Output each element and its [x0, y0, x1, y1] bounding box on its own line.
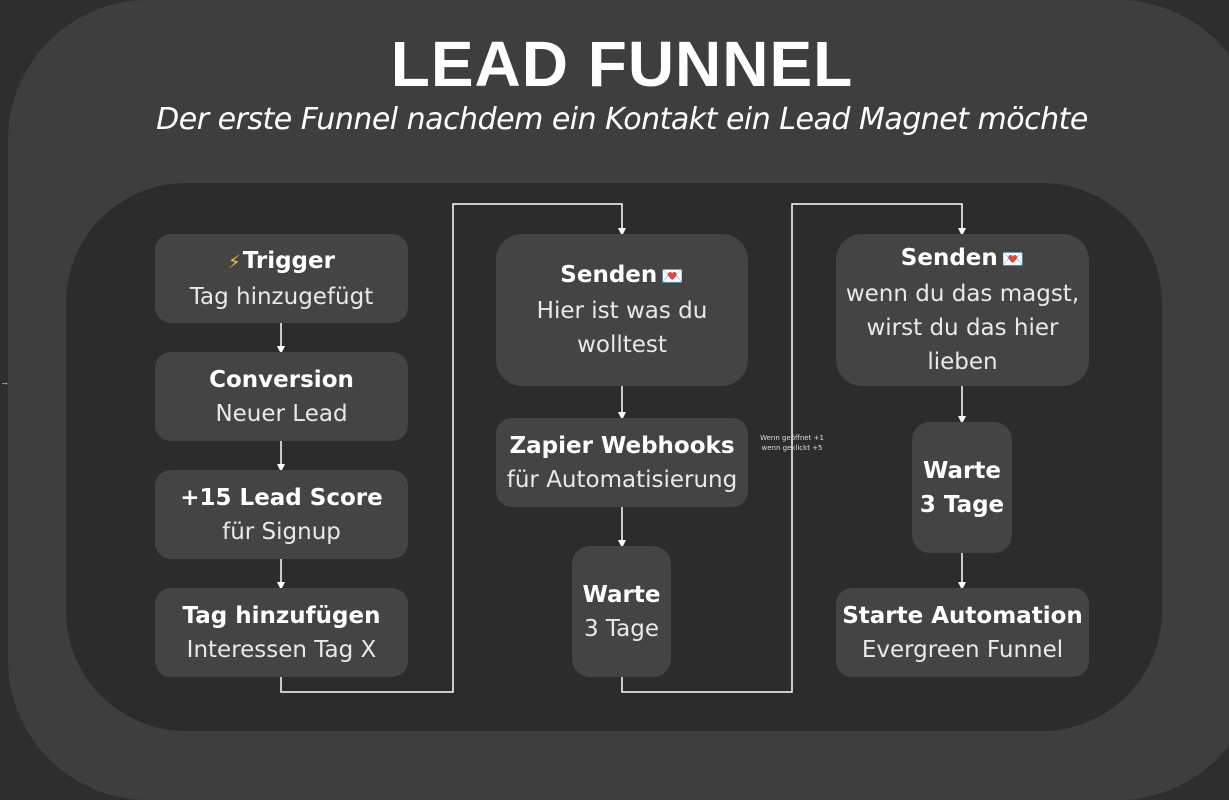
node-tag[interactable]: Tag hinzufügen Interessen Tag X — [155, 588, 408, 677]
node-tag-sub: Interessen Tag X — [186, 636, 377, 663]
connector-lines — [277, 203, 966, 693]
score-note-line1: Wenn geöffnet +1 — [760, 434, 824, 442]
node-senden2[interactable]: Senden💌 wenn du das magst, wirst du das … — [836, 234, 1089, 386]
node-leadscore[interactable]: +15 Lead Score für Signup — [155, 470, 408, 559]
node-trigger-head: Trigger — [242, 247, 335, 274]
node-zapier-sub: für Automatisierung — [506, 466, 738, 493]
edge-arrow-icon: → — [0, 377, 9, 387]
node-senden2-sub2: wirst du das hier — [866, 315, 1059, 341]
node-trigger[interactable]: ⚡Trigger Tag hinzugefügt — [155, 234, 408, 323]
node-senden1-head: Senden — [560, 262, 658, 288]
node-conversion[interactable]: Conversion Neuer Lead — [155, 352, 408, 441]
node-zapier[interactable]: Zapier Webhooks für Automatisierung — [496, 418, 748, 507]
node-conversion-head: Conversion — [209, 366, 354, 393]
page-title: LEAD FUNNEL — [390, 28, 854, 100]
node-senden1-sub1: Hier ist was du — [536, 298, 708, 324]
arrow-tag-senden1 — [280, 203, 626, 693]
love-letter-icon: 💌 — [1001, 249, 1025, 270]
lightning-icon: ⚡ — [228, 251, 241, 273]
arrow-warte1-senden2 — [621, 203, 966, 693]
score-note-line2: wenn geklickt +5 — [761, 444, 823, 452]
score-note: Wenn geöffnet +1 wenn geklickt +5 — [752, 433, 832, 453]
node-starte-head: Starte Automation — [842, 602, 1083, 629]
node-leadscore-sub: für Signup — [222, 518, 341, 545]
node-zapier-head: Zapier Webhooks — [509, 432, 735, 459]
node-warte2[interactable]: Warte 3 Tage — [912, 422, 1012, 553]
node-leadscore-head: +15 Lead Score — [180, 484, 383, 511]
node-senden2-sub1: wenn du das magst, — [845, 281, 1080, 307]
node-warte1-sub: 3 Tage — [583, 615, 660, 642]
node-warte2-head2: 3 Tage — [919, 491, 1005, 518]
node-warte1[interactable]: Warte 3 Tage — [572, 546, 671, 677]
page-subtitle: Der erste Funnel nachdem ein Kontakt ein… — [156, 102, 1088, 137]
node-senden2-sub3: lieben — [927, 349, 998, 375]
node-starte[interactable]: Starte Automation Evergreen Funnel — [836, 588, 1089, 677]
node-warte1-head: Warte — [582, 581, 661, 608]
node-trigger-sub: Tag hinzugefügt — [189, 283, 374, 310]
node-senden2-head: Senden — [900, 245, 998, 271]
node-tag-head: Tag hinzufügen — [182, 602, 381, 629]
node-senden1-sub2: wolltest — [577, 332, 667, 358]
node-warte2-head1: Warte — [922, 457, 1001, 484]
node-conversion-sub: Neuer Lead — [215, 400, 348, 427]
love-letter-icon: 💌 — [661, 266, 684, 287]
node-senden1[interactable]: Senden💌 Hier ist was du wolltest — [496, 234, 748, 386]
node-starte-sub: Evergreen Funnel — [861, 636, 1064, 663]
